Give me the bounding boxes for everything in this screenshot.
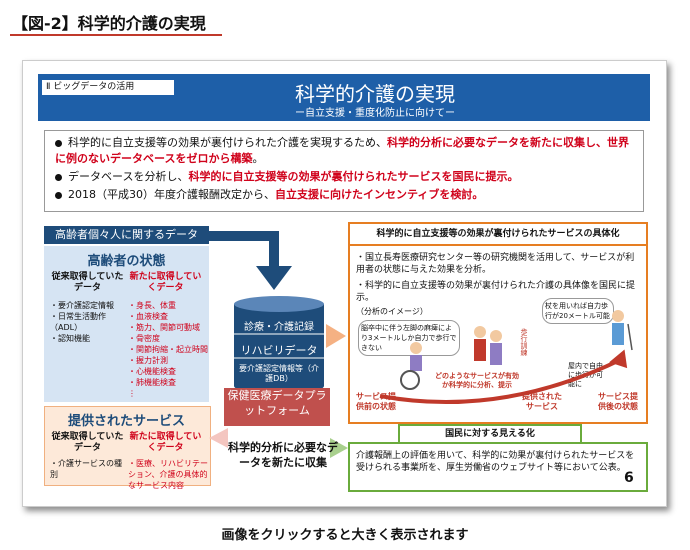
db-label-care-db: 要介護認定情報等（介護DB） (239, 364, 319, 383)
list-item: ⋮ (128, 389, 136, 398)
elderly-status-box (44, 246, 209, 402)
list-item: ・関節拘縮・起立時間 (128, 345, 208, 354)
slide-title: 科学的介護の実現 (295, 82, 455, 106)
service-label: 提供されたサービス (522, 392, 562, 411)
present-text: ・科学的に自立支援等の効果が裏付けられた介護の具体像を国民に提示。 (356, 281, 636, 303)
click-to-enlarge-caption[interactable]: 画像をクリックすると大きく表示されます (221, 528, 469, 543)
slide-subtitle: ー自立支援・重度化防止に向けてー (295, 108, 455, 119)
cane-icon (627, 323, 633, 351)
bullet-2: データベースを分析し、科学的に自立支援等の効果が裏付けられたサービスを国民に提示… (55, 169, 630, 185)
bullet-1: 科学的に自立支援等の効果が裏付けられた介護を実現するため、科学的分析に必要なデー… (55, 136, 629, 165)
public-visibility-box: 介護報酬上の評価を用いて、科学的に効果が裏付けられたサービスを受けられる事業所を… (348, 442, 648, 492)
list-item: ・介護サービスの種別 (50, 459, 122, 479)
existing-data-header: 従来取得していたデータ (51, 272, 124, 293)
question-text: どのようなサービスが有効か科学的に分析、提示 (435, 372, 519, 389)
list-item: ・握力計測 (128, 356, 168, 365)
down-arrow-icon (256, 266, 292, 290)
list-item: ・医療、リハビリテーション、介護の具体的なサービス内容 (128, 459, 208, 490)
right-arrow-icon (326, 324, 346, 348)
wheelchair-icon (400, 370, 420, 390)
title-underline (10, 34, 222, 36)
left-arrow-icon (209, 428, 228, 448)
elderly-status-title: 高齢者の状態 (87, 254, 166, 269)
section-tag: Ⅱ ビッグデータの活用 (42, 80, 174, 95)
new-data-list: ・身長、体重・血液検査・筋力、関節可動域・骨密度・関節拘縮・起立時間・握力計測・… (128, 300, 208, 399)
provided-service-title: 提供されたサービス (67, 414, 185, 429)
new-data-header: 新たに取得していくデータ (129, 272, 202, 293)
list-item: ・要介護認定情報 (50, 301, 114, 310)
analysis-image-note: （分析のイメージ） (356, 307, 428, 316)
page-number: 6 (624, 470, 634, 486)
list-item: ・心機能検査 (128, 367, 176, 376)
provided-service-box (44, 406, 211, 486)
list-item: ・骨密度 (128, 334, 160, 343)
existing-data-list: ・要介護認定情報・日常生活動作（ADL） ・認知機能 (50, 300, 128, 344)
visibility-text: 介護報酬上の評価を用いて、科学的に効果が裏付けられたサービスを受けられる事業所を… (356, 451, 635, 473)
list-item: ・身長、体重 (128, 301, 176, 310)
data-flow-line (209, 231, 279, 268)
list-item: ・日常生活動作（ADL） (50, 312, 106, 332)
list-item: ・認知機能 (50, 334, 90, 343)
before-label: サービス提供前の状態 (356, 392, 396, 411)
elderly-data-header: 高齢者個々人に関するデータ (44, 226, 209, 244)
green-arrow-icon (330, 438, 348, 458)
walking-person-icon (490, 330, 502, 342)
bullet-3: 2018（平成30）年度介護報酬改定から、自立支援に向けたインセンティブを検討。 (55, 187, 630, 203)
improvement-arrow (379, 358, 621, 404)
collect-new-data-text: 科学的分析に必要なデータを新たに収集 (228, 441, 338, 469)
after-state-bubble: 杖を用いれば自力歩行が20メートル可能 (542, 298, 614, 324)
walk-training-label: 歩行訓練 (520, 328, 528, 356)
list-item: ・肺機能検査 (128, 378, 176, 387)
analysis-text: ・国立長寿医療研究センター等の研究機関を活用して、サービスが利用者の状態に与えた… (356, 253, 635, 275)
independent-person-icon (612, 310, 624, 322)
health-data-platform: 保健医療データプラットフォーム (224, 388, 330, 426)
bullet-dot-icon (55, 191, 62, 199)
list-item: ・筋力、関節可動域 (128, 323, 200, 332)
svc-existing-header: 従来取得していたデータ (51, 432, 124, 453)
svc-existing-list: ・介護サービスの種別 (50, 458, 128, 480)
after-label: サービス提供後の状態 (598, 392, 638, 411)
before-state-bubble: 脳卒中に伴う左脚の麻痺により3メートルしか自力で歩行できない (358, 320, 460, 356)
arrow-head-icon (609, 349, 628, 369)
figure-title: 【図-2】科学的介護の実現 (12, 14, 206, 33)
summary-bullets: 科学的に自立支援等の効果が裏付けられた介護を実現するため、科学的分析に必要なデー… (44, 130, 644, 212)
elderly-person-icon (410, 342, 422, 354)
bullet-dot-icon (55, 173, 62, 181)
analysis-illustration (379, 310, 633, 404)
caregiver-icon (474, 326, 486, 338)
svc-new-header: 新たに取得していくデータ (129, 432, 202, 453)
service-concretization-header: 科学的に自立支援等の効果が裏付けられたサービスの具体化 (348, 222, 648, 246)
db-label-records: 診療・介護記録 (244, 322, 314, 333)
public-visibility-header: 国民に対する見える化 (398, 424, 582, 444)
list-item: ・血液検査 (128, 312, 168, 321)
db-label-rehab: リハビリデータ (240, 344, 318, 357)
bullet-dot-icon (55, 139, 62, 147)
svc-new-list: ・医療、リハビリテーション、介護の具体的なサービス内容 (128, 458, 208, 491)
